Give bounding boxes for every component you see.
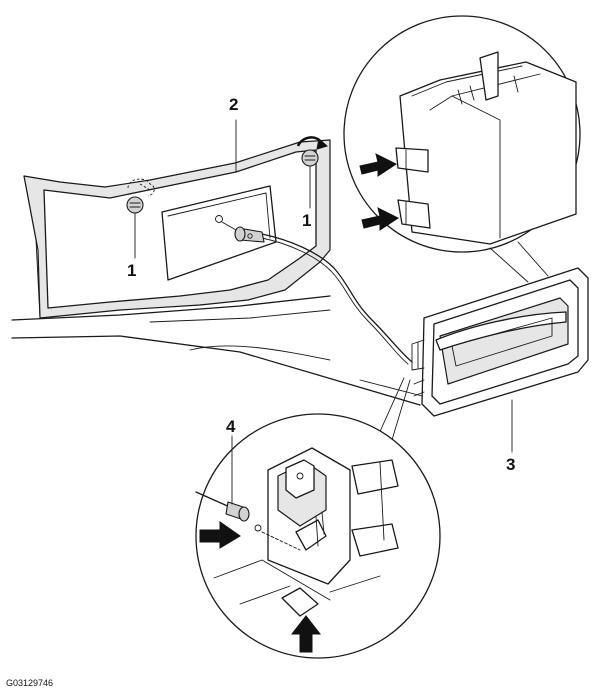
interior-door-handle xyxy=(411,267,589,417)
callout-label-c1-left: 1 xyxy=(127,261,136,280)
callout-label-c4: 4 xyxy=(226,417,236,436)
callout-label-c3: 3 xyxy=(506,455,515,474)
figure-code: G03129746 xyxy=(6,678,53,688)
release-cable xyxy=(221,221,413,365)
detail-view-cable-attachment xyxy=(195,377,441,659)
callout-label-c1-right: 1 xyxy=(302,211,311,230)
detail-view-handle-clips xyxy=(343,15,581,283)
interior-trim-panel xyxy=(11,139,431,406)
callout-label-c2: 2 xyxy=(229,95,238,114)
